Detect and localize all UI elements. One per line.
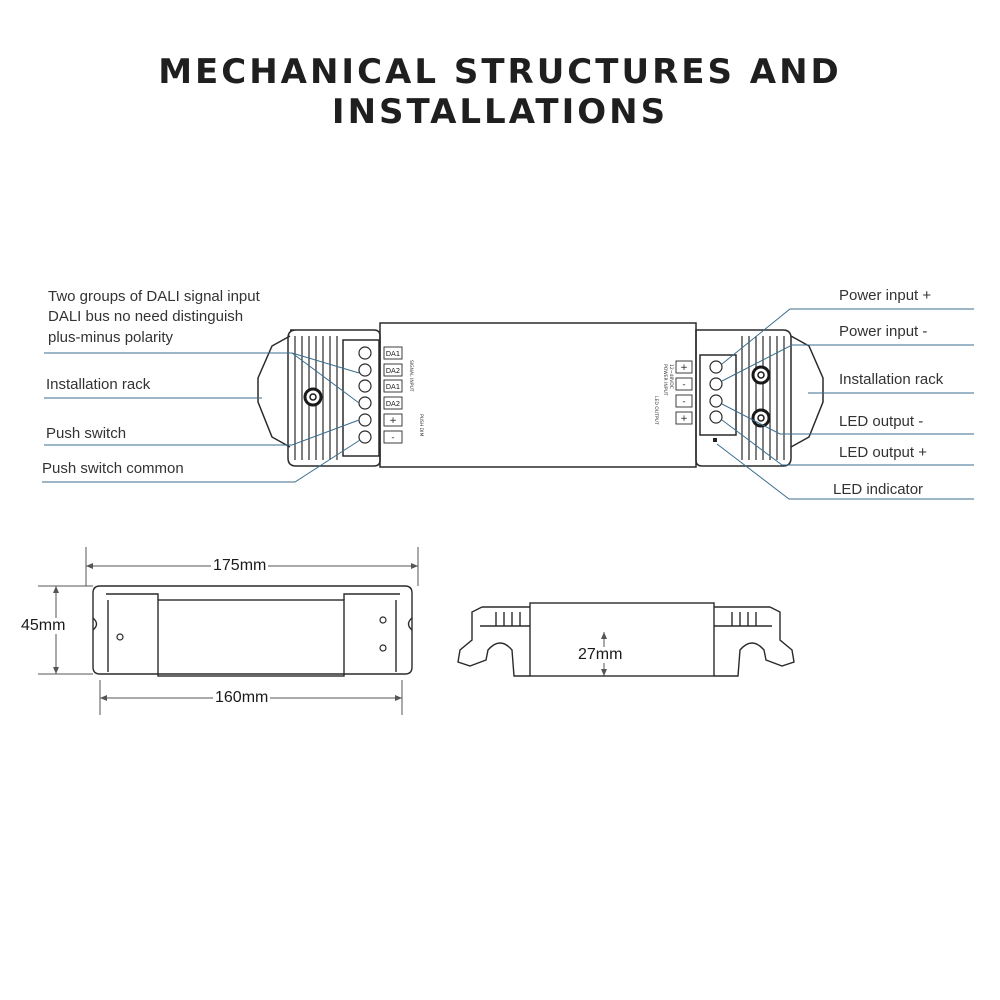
- label-dali-line2: DALI bus no need distinguish: [48, 308, 244, 325]
- terminal-led-minus: -: [682, 397, 685, 407]
- label-push-switch: Push switch: [46, 425, 127, 442]
- terminal-da2-b: DA2: [386, 400, 401, 408]
- label-installation-rack-left: Installation rack: [46, 376, 151, 393]
- terminal-power-minus: -: [682, 380, 685, 390]
- page-title: MECHANICAL STRUCTURES AND INSTALLATIONS: [158, 52, 842, 132]
- dimension-175mm: 175mm: [211, 557, 269, 574]
- label-push-switch-common: Push switch common: [42, 460, 184, 477]
- voltage-label: 12~48VDC: [668, 364, 674, 389]
- label-led-output-minus: LED output -: [839, 413, 924, 430]
- led-output-label: LED OUTPUT: [653, 396, 659, 425]
- dimension-160mm: 160mm: [213, 689, 271, 706]
- label-installation-rack-right: Installation rack: [839, 371, 944, 388]
- label-power-input-minus: Power input -: [839, 323, 928, 340]
- label-dali-line1: Two groups of DALI signal input: [48, 288, 260, 305]
- terminal-da1-b: DA1: [386, 383, 401, 391]
- terminal-push-minus: -: [391, 433, 394, 443]
- terminal-da2-a: DA2: [386, 367, 401, 375]
- led-indicator-dot: [713, 438, 717, 442]
- terminal-power-plus: +: [680, 363, 688, 373]
- push-dim-label: PUSH DIM: [418, 414, 424, 436]
- signal-input-label: SIGNAL INPUT: [408, 360, 414, 392]
- label-power-input-plus: Power input +: [839, 287, 932, 304]
- terminal-led-plus: +: [680, 414, 688, 424]
- dimension-45mm: 45mm: [20, 617, 67, 634]
- terminal-da1-a: DA1: [386, 350, 401, 358]
- label-dali-line3: plus-minus polarity: [48, 329, 174, 346]
- power-input-label: POWER INPUT: [662, 364, 668, 396]
- dimension-27mm: 27mm: [577, 646, 624, 663]
- label-led-output-plus: LED output +: [839, 444, 927, 461]
- label-led-indicator: LED indicator: [833, 481, 924, 498]
- terminal-push-plus: +: [389, 416, 397, 426]
